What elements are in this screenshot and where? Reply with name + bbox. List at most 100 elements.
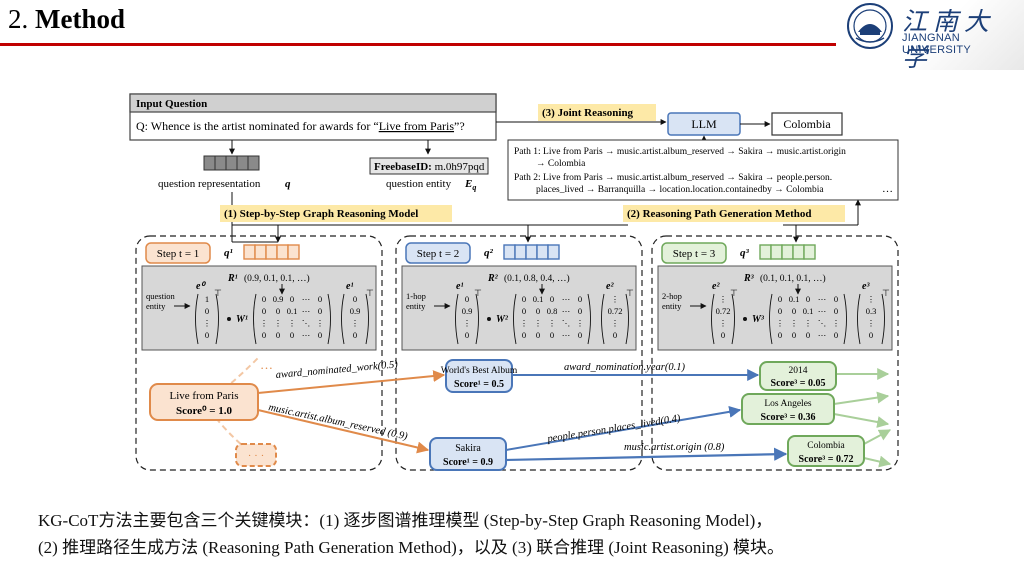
step-r-label: R¹ [227, 273, 238, 284]
matrix-cell: ⋯ [562, 294, 571, 304]
slide-number: 2. [8, 4, 29, 34]
vec-right-cell: ⋮ [867, 318, 876, 328]
step-e-right: e¹ [346, 281, 353, 292]
question-entity-symbol: Eq [464, 178, 476, 192]
step-r-values: (0.9, 0.1, 0.1, …) [244, 273, 310, 284]
matrix-cell: 0 [778, 330, 782, 340]
svg-text:⊤: ⊤ [882, 288, 890, 298]
matrix-cell: 0 [792, 330, 796, 340]
vec-left-cell: ⋮ [203, 318, 212, 328]
step-w-label: W³ [752, 314, 765, 325]
svg-text:Sakira: Sakira [455, 443, 481, 454]
node-los-angeles: Los Angeles Score³ = 0.36 [741, 393, 835, 425]
edge-album-reserved [257, 409, 430, 454]
matrix-cell: ⋯ [818, 330, 827, 340]
edge-label-award: award_nominated_work(0.5) [275, 359, 398, 381]
matrix-cell: 0 [578, 330, 582, 340]
vec-left-cell: 0 [205, 330, 209, 340]
path-1-line-1: Path 1: Live from Paris → music.artist.a… [514, 146, 846, 157]
kg-cot-diagram: Input Question Q: Whence is the artist n… [129, 93, 899, 471]
matrix-cell: 0 [834, 306, 838, 316]
vec-left-cell: 0.9 [462, 306, 473, 316]
matrix-cell: 0 [262, 330, 266, 340]
matrix-cell: ⋮ [260, 318, 269, 328]
llm-box: LLM [667, 112, 741, 136]
matrix-cell: 0 [806, 294, 810, 304]
entity-label-2: entity [662, 301, 682, 311]
step-r-values: (0.1, 0.1, 0.1, …) [760, 273, 826, 284]
question-representation-label: question representation [158, 178, 261, 190]
matrix-cell: 0 [290, 330, 294, 340]
svg-text:2014: 2014 [789, 366, 808, 376]
step-q-label: q¹ [224, 247, 233, 259]
vec-right-cell: ⋮ [867, 294, 876, 304]
vec-left-cell: 0 [721, 330, 725, 340]
matrix-cell: 0 [318, 330, 322, 340]
matrix-cell: ⋮ [804, 318, 813, 328]
step-e-right: e³ [862, 281, 870, 292]
question-text: Q: Whence is the artist nominated for aw… [136, 119, 465, 133]
matrix-cell: 0 [276, 306, 280, 316]
step-w-label: W² [496, 314, 509, 325]
vec-left-cell: ⋮ [463, 318, 472, 328]
path-1-line-2: → Colombia [536, 159, 586, 169]
matrix-cell: 0 [834, 294, 838, 304]
matrix-cell: ⋮ [316, 318, 325, 328]
svg-text:Score¹ = 0.5: Score¹ = 0.5 [454, 379, 504, 390]
matrix-cell: ⋱ [818, 318, 827, 328]
step-e-left: e⁰ [196, 281, 206, 292]
edge-label-origin: music.artist.origin (0.8) [624, 442, 725, 453]
matrix-cell: 0 [276, 330, 280, 340]
vec-left-cell: 0 [465, 330, 469, 340]
input-question-box: Input Question Q: Whence is the artist n… [129, 93, 497, 141]
step-r-label: R² [487, 273, 499, 284]
vec-right-cell: ⋮ [351, 318, 360, 328]
matrix-cell: 0 [536, 330, 540, 340]
university-name-cn: 江南大学 [902, 7, 996, 72]
university-name-en: JIANGNAN UNIVERSITY [902, 32, 972, 56]
question-entity-mention: Live from Paris [379, 119, 455, 133]
svg-text:Score³ = 0.72: Score³ = 0.72 [799, 454, 854, 465]
input-question-header: Input Question [136, 98, 207, 110]
node-placeholder: · · · [235, 443, 277, 467]
svg-text:⊤: ⊤ [474, 288, 482, 298]
matrix-cell: 0.1 [789, 294, 800, 304]
question-representation-symbol: q [285, 178, 291, 190]
module2-label: (2) Reasoning Path Generation Method [627, 208, 812, 220]
matrix-cell: ⋯ [302, 330, 311, 340]
svg-text:⊤: ⊤ [366, 288, 374, 298]
svg-text:Colombia: Colombia [807, 441, 845, 451]
step-q-label: q³ [740, 247, 750, 259]
node-live-from-paris: Live from Paris Score⁰ = 1.0 [149, 383, 259, 421]
matrix-cell: 0 [318, 306, 322, 316]
matrix-cell: ⋯ [302, 306, 311, 316]
node-worlds-best-album: World's Best Album Score¹ = 0.5 [441, 359, 518, 393]
matrix-cell: 0 [806, 330, 810, 340]
matrix-cell: 0 [578, 294, 582, 304]
module2-highlight [623, 205, 845, 222]
entity-label-1: 1-hop [406, 291, 426, 301]
vec-left-cell: ⋮ [719, 318, 728, 328]
matrix-cell: 0 [778, 306, 782, 316]
matrix-cell: 0 [778, 294, 782, 304]
matrix-cell: ⋮ [576, 318, 585, 328]
matrix-cell: 0 [792, 306, 796, 316]
svg-text:Colombia: Colombia [783, 117, 831, 131]
entity-label-2: entity [146, 301, 166, 311]
module1-highlight [220, 205, 452, 222]
svg-text:⊤: ⊤ [214, 288, 222, 298]
vec-left-cell: 0 [205, 306, 209, 316]
matrix-cell: ⋯ [818, 294, 827, 304]
matrix-cell: 0 [318, 294, 322, 304]
matrix-cell: ⋮ [790, 318, 799, 328]
matrix-cell: ⋮ [274, 318, 283, 328]
step-e-right: e² [606, 281, 614, 292]
caption-line-2: (2) 推理路径生成方法 (Reasoning Path Generation … [38, 538, 785, 557]
vec-right-cell: 0 [353, 294, 357, 304]
step-r-label: R³ [743, 273, 755, 284]
matrix-cell: 0.9 [273, 294, 284, 304]
step-label: Step t = 2 [417, 248, 460, 260]
